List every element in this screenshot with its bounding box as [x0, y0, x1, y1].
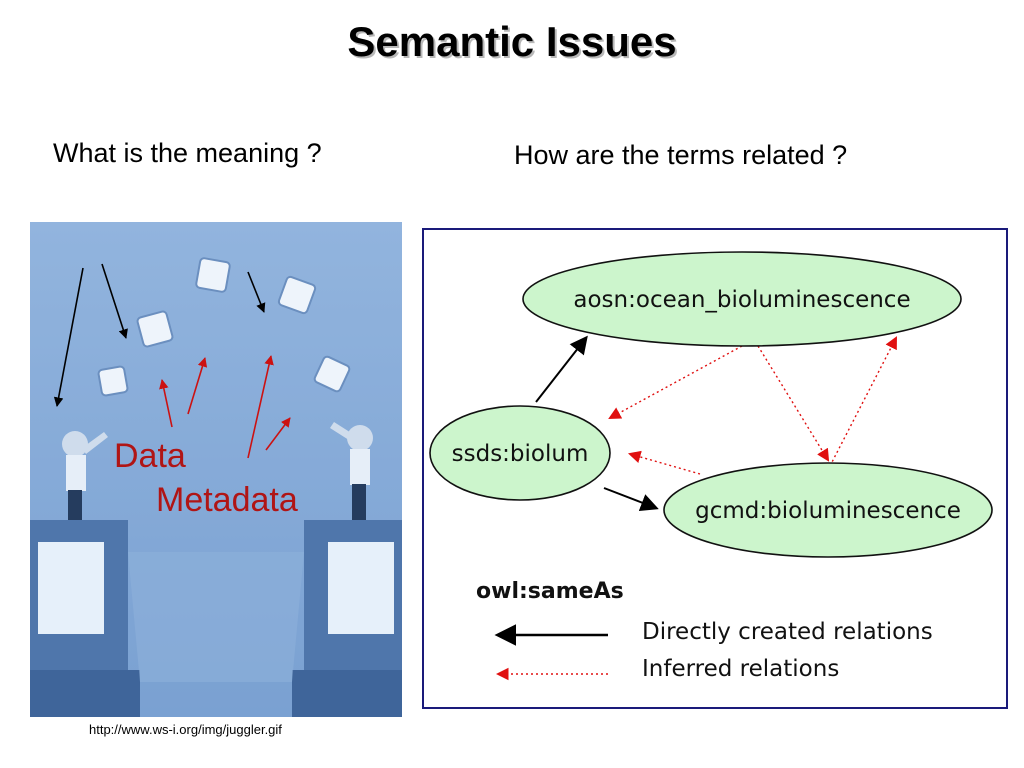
node-ssds: ssds:biolum — [429, 405, 611, 501]
edge-ssds-to-ocean — [535, 335, 588, 403]
relations-diagram: aosn:ocean_bioluminescence ssds:biolum g… — [422, 228, 1008, 709]
monitor-left — [30, 520, 140, 717]
legend-direct-label: Directly created relations — [642, 619, 933, 645]
slide-title: Semantic Issues — [347, 18, 677, 65]
edge-ssds-to-gcmd — [603, 487, 659, 512]
direct-edges — [535, 335, 659, 512]
edge-gcmd-to-ocean — [829, 336, 897, 467]
monitor-right — [292, 520, 402, 717]
edge-ocean-to-ssds — [608, 345, 743, 420]
edge-gcmd-to-ssds — [627, 450, 701, 475]
node-ocean-label: aosn:ocean_bioluminescence — [573, 287, 910, 313]
arrows-black — [53, 263, 266, 407]
juggler-left — [62, 431, 108, 520]
inferred-edges — [608, 336, 897, 475]
data-label: Data — [114, 437, 186, 475]
arrows-red — [159, 355, 291, 459]
legend-title: owl:sameAs — [476, 579, 624, 604]
juggler-right — [330, 422, 373, 520]
legend-inferred-label: Inferred relations — [642, 656, 839, 682]
metadata-label: Metadata — [156, 481, 298, 519]
question-relations: How are the terms related ? — [514, 140, 848, 170]
question-meaning: What is the meaning ? — [53, 138, 322, 168]
image-credit: http://www.ws-i.org/img/juggler.gif — [89, 722, 282, 737]
edge-ocean-to-gcmd — [757, 345, 830, 462]
desk-floor — [128, 552, 304, 682]
node-gcmd: gcmd:bioluminescence — [663, 462, 993, 558]
node-gcmd-label: gcmd:bioluminescence — [695, 498, 961, 524]
node-ssds-label: ssds:biolum — [452, 441, 589, 467]
juggler-illustration — [30, 222, 402, 717]
juggled-cubes — [97, 257, 351, 397]
node-ocean: aosn:ocean_bioluminescence — [522, 251, 962, 347]
